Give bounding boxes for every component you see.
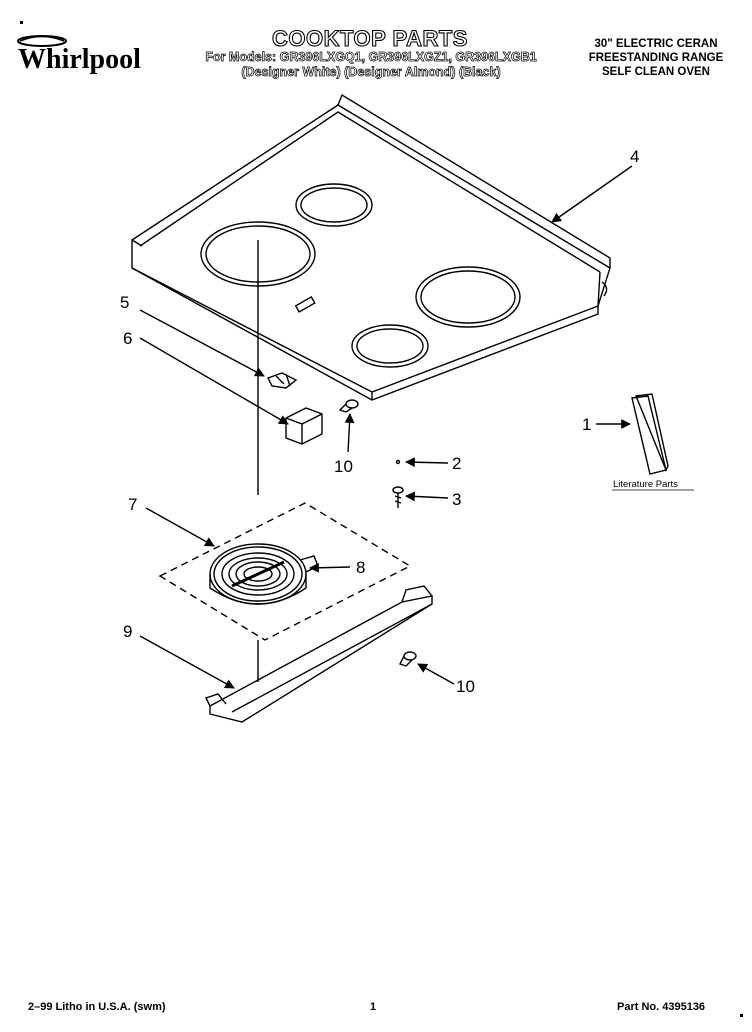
callout-8: 8 [356, 558, 365, 577]
callout-10-top: 10 [334, 457, 353, 476]
burner-ring-right-rear [415, 266, 521, 328]
washer-part [395, 459, 401, 465]
whirlpool-logo: Whirlpool [17, 35, 141, 75]
heating-element-part [209, 543, 319, 605]
literature-parts-label: Literature Parts [613, 479, 678, 490]
callout-5: 5 [120, 293, 129, 312]
cooktop-glass [131, 93, 611, 401]
callout-7: 7 [128, 495, 137, 514]
support-channel-part [205, 585, 433, 723]
burner-ring-left-rear [295, 183, 373, 227]
callout-2: 2 [452, 454, 461, 473]
colors-line: (Designer White) (Designer Almond) (Blac… [241, 65, 501, 80]
callout-3: 3 [452, 490, 461, 509]
callout-9: 9 [123, 622, 132, 641]
footer-page-number: 1 [370, 1001, 377, 1013]
model-list: For Models: GR396LXGQ1, GR396LXGZ1, GR39… [196, 50, 546, 80]
range-description: 30" ELECTRIC CERAN FREESTANDING RANGE SE… [566, 37, 746, 79]
bracket-part [285, 407, 323, 445]
range-line-3: SELF CLEAN OVEN [602, 66, 710, 78]
models-line: For Models: GR396LXGQ1, GR396LXGZ1, GR39… [205, 50, 537, 65]
indicator-window [294, 295, 316, 313]
range-line-1: 30" ELECTRIC CERAN [594, 38, 718, 50]
element-frame-outline [158, 502, 412, 641]
burner-ring-right-front [351, 324, 429, 368]
screw-part-top [338, 399, 359, 413]
callout-6: 6 [123, 329, 132, 348]
corner-dot-top [20, 21, 23, 24]
wire-clip-part [267, 372, 298, 389]
callout-4: 4 [630, 147, 639, 166]
callout-1: 1 [582, 415, 591, 434]
brand-logo-text: Whirlpool [18, 44, 141, 75]
callout-10-bottom: 10 [456, 677, 475, 696]
page-title: COOKTOP PARTS [271, 25, 468, 51]
footer-litho: 2–99 Litho in U.S.A. (swm) [28, 1001, 166, 1013]
literature-booklet [631, 393, 669, 475]
corner-dot-bottom [740, 1014, 743, 1017]
footer-part-number: Part No. 4395136 [617, 1001, 706, 1013]
range-line-2: FREESTANDING RANGE [588, 52, 724, 64]
screw-part-bottom [399, 651, 417, 667]
screw-part-mid [392, 486, 404, 508]
